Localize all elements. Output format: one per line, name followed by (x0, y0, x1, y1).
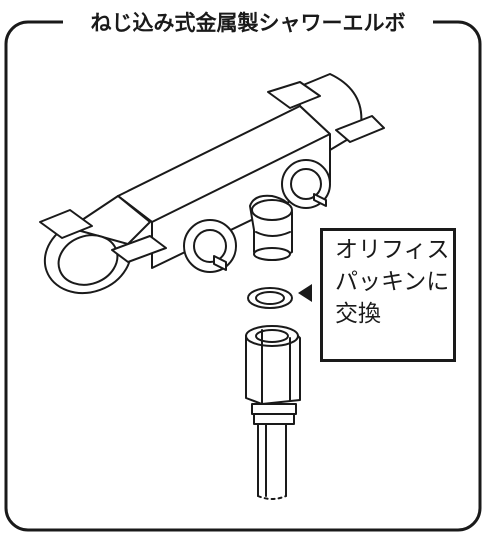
faucet-illustration (39, 73, 385, 500)
frame-title: ねじ込み式金属製シャワーエルボ (63, 6, 433, 40)
note-box: オリフィス パッキンに 交換 (320, 228, 456, 362)
shower-hose (257, 423, 287, 497)
center-knob (193, 229, 227, 263)
note-line: パッキンに (335, 269, 450, 295)
left-bracket (39, 209, 93, 239)
note-line: オリフィス (335, 237, 450, 263)
right-knob (290, 168, 322, 200)
note-line: 交換 (335, 301, 381, 327)
triangle-left-icon (298, 284, 312, 302)
